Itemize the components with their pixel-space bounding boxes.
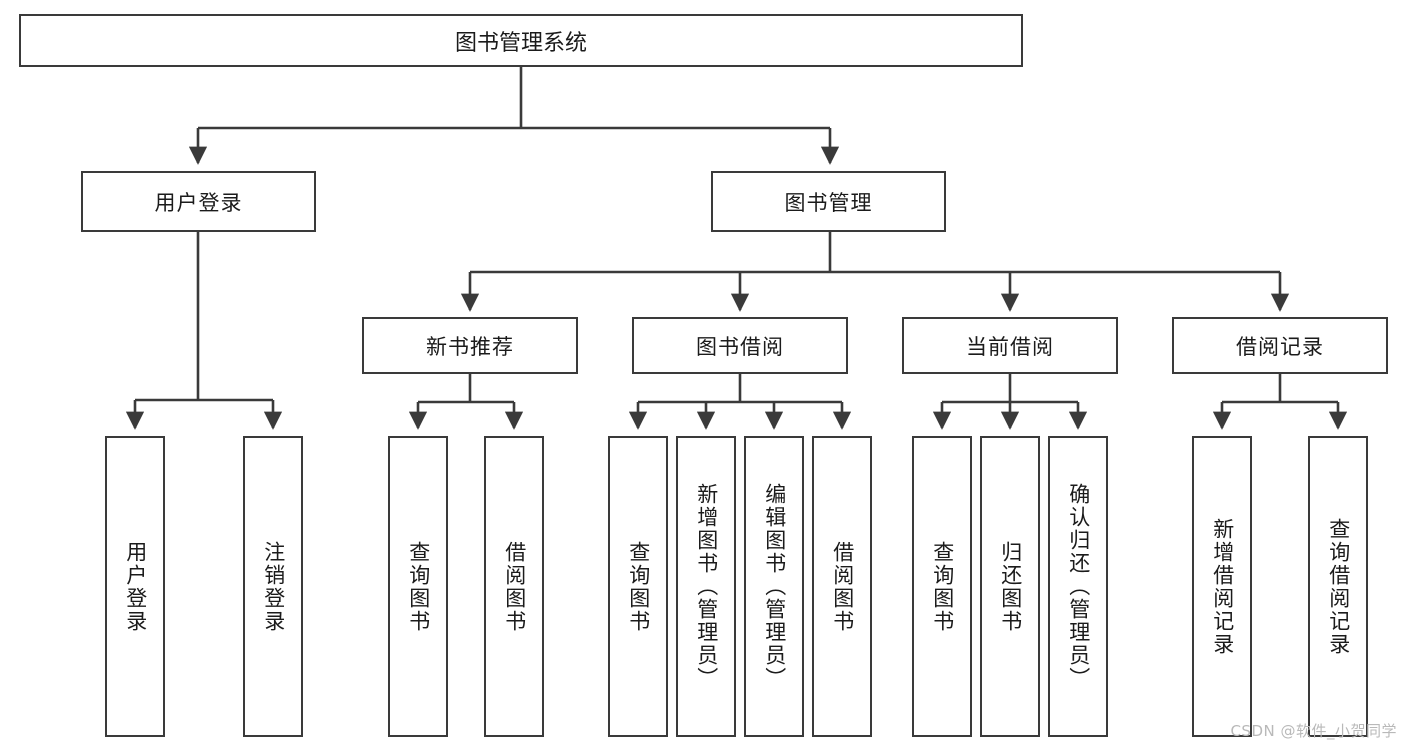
leaf-label: 借阅图书	[502, 540, 527, 633]
leaf-label: 查询图书	[406, 540, 431, 633]
leaf-label: 查询图书	[626, 540, 651, 633]
watermark: CSDN @软件_小贺同学	[1230, 722, 1397, 740]
node-book-management-label: 图书管理	[784, 190, 873, 215]
leaf-book-borrow-edit[interactable]: 编辑图书（管理员）	[744, 436, 804, 737]
node-new-book-recommend[interactable]: 新书推荐	[362, 317, 578, 374]
node-root-label: 图书管理系统	[454, 30, 587, 56]
leaf-borrow-record-add[interactable]: 新增借阅记录	[1192, 436, 1252, 737]
leaf-book-borrow-query[interactable]: 查询图书	[608, 436, 668, 737]
leaf-label: 借阅图书	[830, 540, 855, 633]
leaf-label: 编辑图书（管理员）	[762, 483, 787, 690]
node-current-borrow-label: 当前借阅	[966, 334, 1054, 359]
node-new-book-recommend-label: 新书推荐	[426, 334, 514, 359]
leaf-current-borrow-query[interactable]: 查询图书	[912, 436, 972, 737]
leaf-label: 确认归还（管理员）	[1066, 483, 1091, 690]
node-root[interactable]: 图书管理系统	[19, 14, 1023, 67]
node-book-management[interactable]: 图书管理	[711, 171, 946, 232]
leaf-label: 新增借阅记录	[1210, 517, 1235, 656]
leaf-borrow-record-query[interactable]: 查询借阅记录	[1308, 436, 1368, 737]
leaf-label: 归还图书	[998, 540, 1023, 633]
node-book-borrow[interactable]: 图书借阅	[632, 317, 848, 374]
leaf-new-book-query[interactable]: 查询图书	[388, 436, 448, 737]
leaf-book-borrow-borrow[interactable]: 借阅图书	[812, 436, 872, 737]
leaf-label: 查询借阅记录	[1326, 517, 1351, 656]
node-borrow-record-label: 借阅记录	[1236, 334, 1324, 359]
node-user-login[interactable]: 用户登录	[81, 171, 316, 232]
leaf-current-borrow-return[interactable]: 归还图书	[980, 436, 1040, 737]
leaf-book-borrow-add[interactable]: 新增图书（管理员）	[676, 436, 736, 737]
node-borrow-record[interactable]: 借阅记录	[1172, 317, 1388, 374]
leaf-user-login-login[interactable]: 用户登录	[105, 436, 165, 737]
leaf-label: 用户登录	[123, 540, 148, 633]
node-book-borrow-label: 图书借阅	[696, 334, 784, 359]
leaf-label: 注销登录	[261, 540, 286, 633]
leaf-label: 查询图书	[930, 540, 955, 633]
node-user-login-label: 用户登录	[154, 190, 243, 215]
leaf-current-borrow-confirm[interactable]: 确认归还（管理员）	[1048, 436, 1108, 737]
node-current-borrow[interactable]: 当前借阅	[902, 317, 1118, 374]
leaf-user-login-logout[interactable]: 注销登录	[243, 436, 303, 737]
leaf-label: 新增图书（管理员）	[694, 483, 719, 690]
leaf-new-book-borrow[interactable]: 借阅图书	[484, 436, 544, 737]
